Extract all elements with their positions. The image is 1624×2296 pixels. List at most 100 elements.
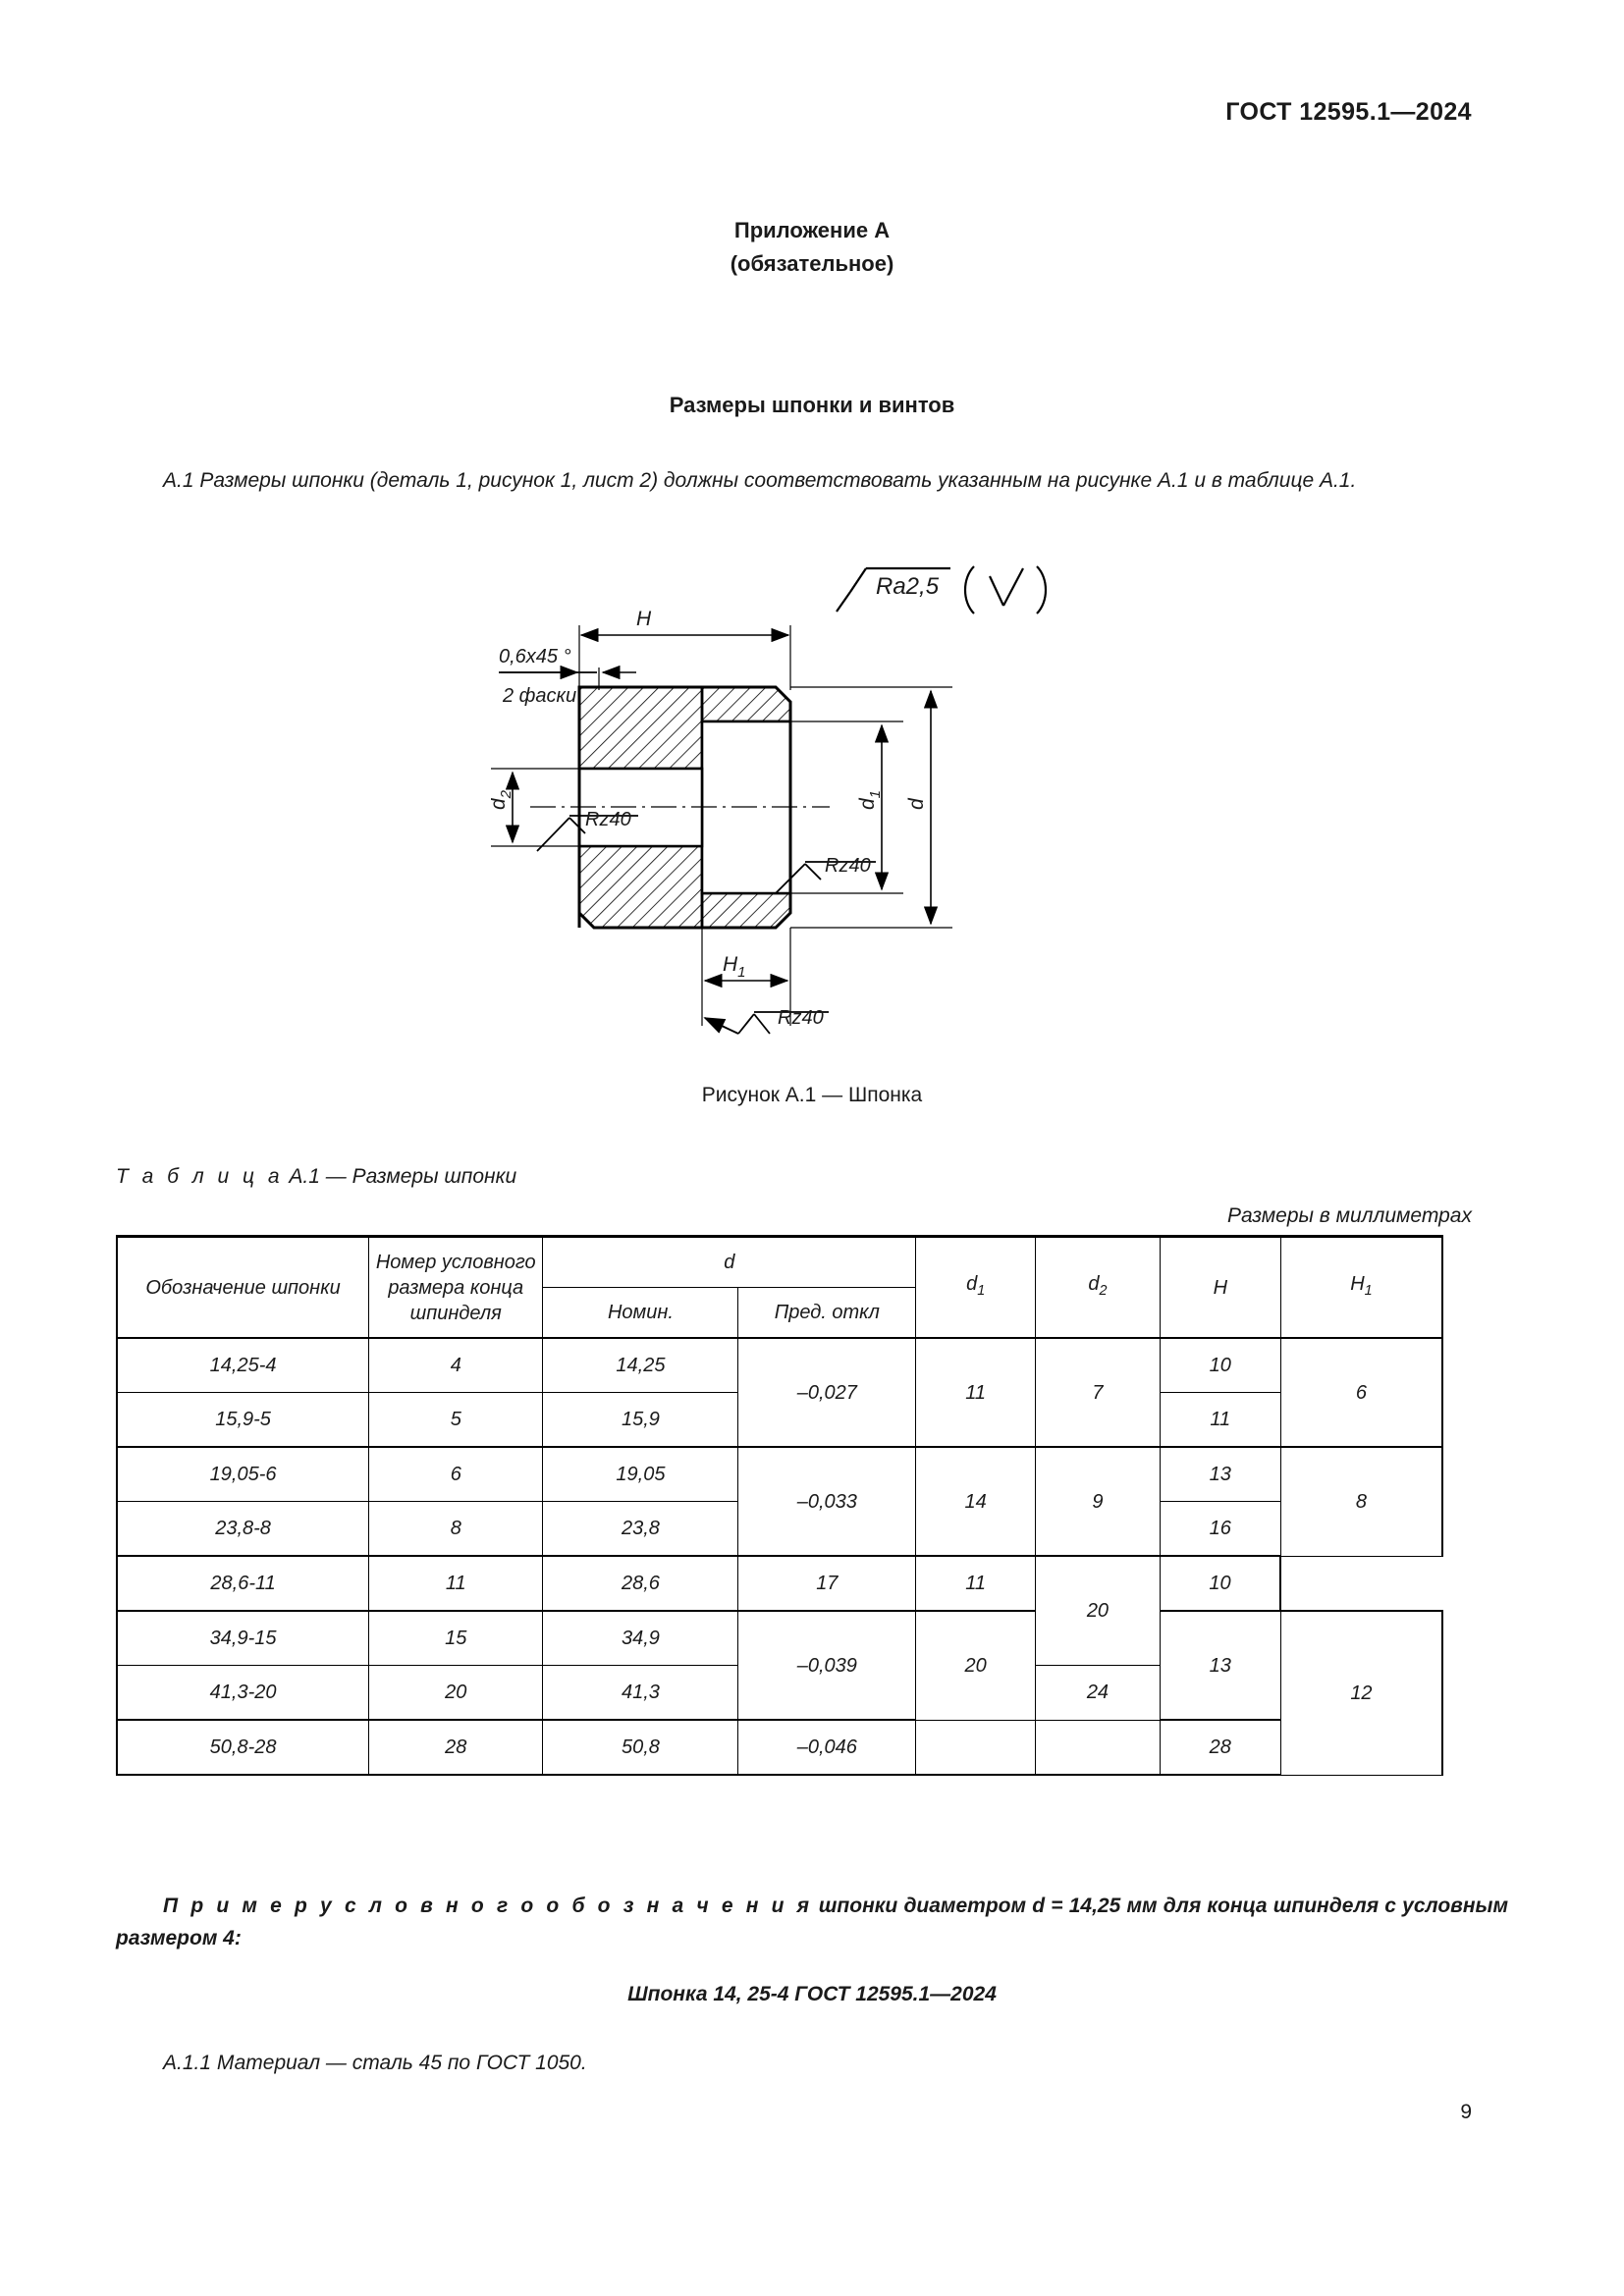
th-d2: d2 <box>1035 1235 1161 1339</box>
example-text: шпонки диаметром d = 14,25 мм для конца … <box>116 1895 1508 1949</box>
cell-spindle: 6 <box>368 1446 544 1502</box>
paragraph-a1-text: А.1 Размеры шпонки (деталь 1, рисунок 1,… <box>163 469 1357 492</box>
dim-label-d1: d1 <box>856 790 884 810</box>
running-header-standard-number: ГОСТ 12595.1—2024 <box>1225 98 1472 126</box>
table-header: Обозначение шпонки Номер условного разме… <box>116 1235 1443 1339</box>
example-designation-line: Шпонка 14, 25-4 ГОСТ 12595.1—2024 <box>627 1983 997 2005</box>
table-row: 19,05-6 6 19,05 –0,033 14 9 13 8 <box>116 1446 1443 1557</box>
table-caption-rest: А.1 — Размеры шпонки <box>283 1165 517 1188</box>
dim-label-d2: d2 <box>491 789 514 810</box>
figure-caption: Рисунок А.1 — Шпонка <box>701 1084 923 1106</box>
cell-H1: 6 <box>1279 1337 1443 1448</box>
table-caption: Т а б л и ц а А.1 — Размеры шпонки <box>116 1165 516 1189</box>
table-row: 28,6-11 11 28,6 17 11 20 10 <box>116 1555 1442 1666</box>
cell-designation: 15,9-5 <box>116 1392 370 1448</box>
cell-H1: 8 <box>1279 1446 1443 1557</box>
th-H1: H1 <box>1279 1235 1443 1339</box>
roughness-label-bottom: Rz40 <box>778 1007 824 1029</box>
cell-designation: 50,8-28 <box>116 1719 370 1776</box>
table-header-row-2: Номин. Пред. откл <box>117 1287 1442 1339</box>
dim-label-H1: H1 <box>723 953 746 981</box>
paragraph-a11: А.1.1 Материал — сталь 45 по ГОСТ 1050. <box>116 2047 1508 2079</box>
cell-d1: 20 <box>915 1610 1037 1721</box>
cell-d1: 11 <box>915 1337 1037 1448</box>
cell-d2: 7 <box>1035 1337 1161 1448</box>
table-row: 14,25-4 4 14,25 –0,027 11 7 10 6 <box>116 1337 1443 1448</box>
th-d-group: d <box>542 1235 917 1288</box>
cell-nominal: 23,8 <box>542 1501 739 1557</box>
appendix-title: Приложение А <box>733 218 891 242</box>
th-d1-sub: 1 <box>977 1283 986 1299</box>
chamfer-size-label: 0,6x45 ° <box>499 646 571 667</box>
table-caption-prefix: Т а б л и ц а <box>116 1165 284 1188</box>
cell-nominal: 19,05 <box>542 1446 739 1502</box>
cell-H: 24 <box>1035 1665 1161 1721</box>
th-d2-base: d <box>1088 1273 1100 1295</box>
cell-H: 20 <box>1035 1555 1161 1666</box>
roughness-label-general: Ra2,5 <box>876 573 940 600</box>
cell-designation: 41,3-20 <box>116 1665 370 1721</box>
cell-nominal: 34,9 <box>542 1610 739 1666</box>
th-d1: d1 <box>915 1235 1037 1339</box>
th-designation: Обозначение шпонки <box>116 1235 370 1339</box>
cell-deviation: –0,046 <box>737 1719 917 1776</box>
cell-designation: 19,05-6 <box>116 1446 370 1502</box>
cell-deviation: –0,039 <box>737 1610 917 1721</box>
cell-spindle: 11 <box>368 1555 544 1612</box>
th-H1-base: H <box>1350 1273 1365 1295</box>
cell-d2: 13 <box>1159 1610 1281 1721</box>
cell-H: 28 <box>1159 1719 1281 1776</box>
key-cross-section-svg: H 0,6x45 ° 2 фаски Rz40 Rz40 Rz40 Ra2,5 … <box>491 565 1048 1035</box>
th-H1-sub: 1 <box>1364 1283 1373 1299</box>
cell-d1 <box>915 1719 1037 1776</box>
chamfer-count-label: 2 фаски <box>502 685 576 707</box>
cell-H1: 10 <box>1159 1555 1282 1612</box>
cell-H: 10 <box>1159 1337 1281 1393</box>
cell-d2: 11 <box>915 1555 1037 1612</box>
th-spindle-number: Номер условного размера конца шпинделя <box>368 1235 544 1339</box>
cell-spindle: 15 <box>368 1610 544 1666</box>
table-row: 23,8-8 8 23,8 16 <box>116 1501 1442 1557</box>
page-number: 9 <box>1460 2101 1472 2123</box>
roughness-label-right: Rz40 <box>825 855 871 877</box>
table-units-note: Размеры в миллиметрах <box>1227 1204 1472 1227</box>
cell-spindle: 20 <box>368 1665 544 1721</box>
cell-nominal: 50,8 <box>542 1719 739 1776</box>
cell-H: 16 <box>1159 1501 1281 1557</box>
cell-d1: 14 <box>915 1446 1037 1557</box>
table-row: 50,8-28 28 50,8 –0,046 28 <box>116 1719 1442 1776</box>
appendix-subtitle: (обязательное) <box>730 251 894 276</box>
cell-deviation: –0,027 <box>737 1337 917 1448</box>
cell-H: 11 <box>1159 1392 1281 1448</box>
th-d-deviation: Пред. откл <box>737 1287 917 1339</box>
cell-nominal: 41,3 <box>542 1665 739 1721</box>
cell-designation: 14,25-4 <box>116 1337 370 1393</box>
th-d2-sub: 2 <box>1099 1283 1108 1299</box>
table-body: 14,25-4 4 14,25 –0,027 11 7 10 6 15,9-5 … <box>116 1337 1443 1776</box>
cell-spindle: 28 <box>368 1719 544 1776</box>
cell-spindle: 8 <box>368 1501 544 1557</box>
paragraph-example: П р и м е р у с л о в н о г о о б о з н … <box>116 1890 1508 1954</box>
cell-H: 13 <box>1159 1446 1281 1502</box>
cell-designation: 23,8-8 <box>116 1501 370 1557</box>
table-row: 15,9-5 5 15,9 11 <box>116 1392 1442 1448</box>
table-header-row-1: Обозначение шпонки Номер условного разме… <box>116 1235 1443 1339</box>
cell-d1: 17 <box>737 1555 917 1612</box>
cell-spindle: 4 <box>368 1337 544 1393</box>
section-title: Размеры шпонки и винтов <box>669 393 955 417</box>
cell-H1: 12 <box>1279 1610 1443 1776</box>
cell-designation: 34,9-15 <box>116 1610 370 1666</box>
cell-d2 <box>1035 1719 1161 1776</box>
dim-label-H: H <box>636 608 652 630</box>
cell-spindle: 5 <box>368 1392 544 1448</box>
example-label: П р и м е р у с л о в н о г о о б о з н … <box>163 1895 813 1917</box>
cell-deviation: –0,033 <box>737 1446 917 1557</box>
roughness-label-left: Rz40 <box>585 809 631 830</box>
table-a1-wrapper: Обозначение шпонки Номер условного разме… <box>116 1235 1443 1776</box>
appendix-heading: Приложение А (обязательное) <box>0 214 1624 281</box>
cell-d2: 9 <box>1035 1446 1161 1557</box>
cell-designation: 28,6-11 <box>116 1555 370 1612</box>
dim-label-d: d <box>905 797 928 810</box>
table-a1-key-dimensions: Обозначение шпонки Номер условного разме… <box>116 1235 1443 1776</box>
